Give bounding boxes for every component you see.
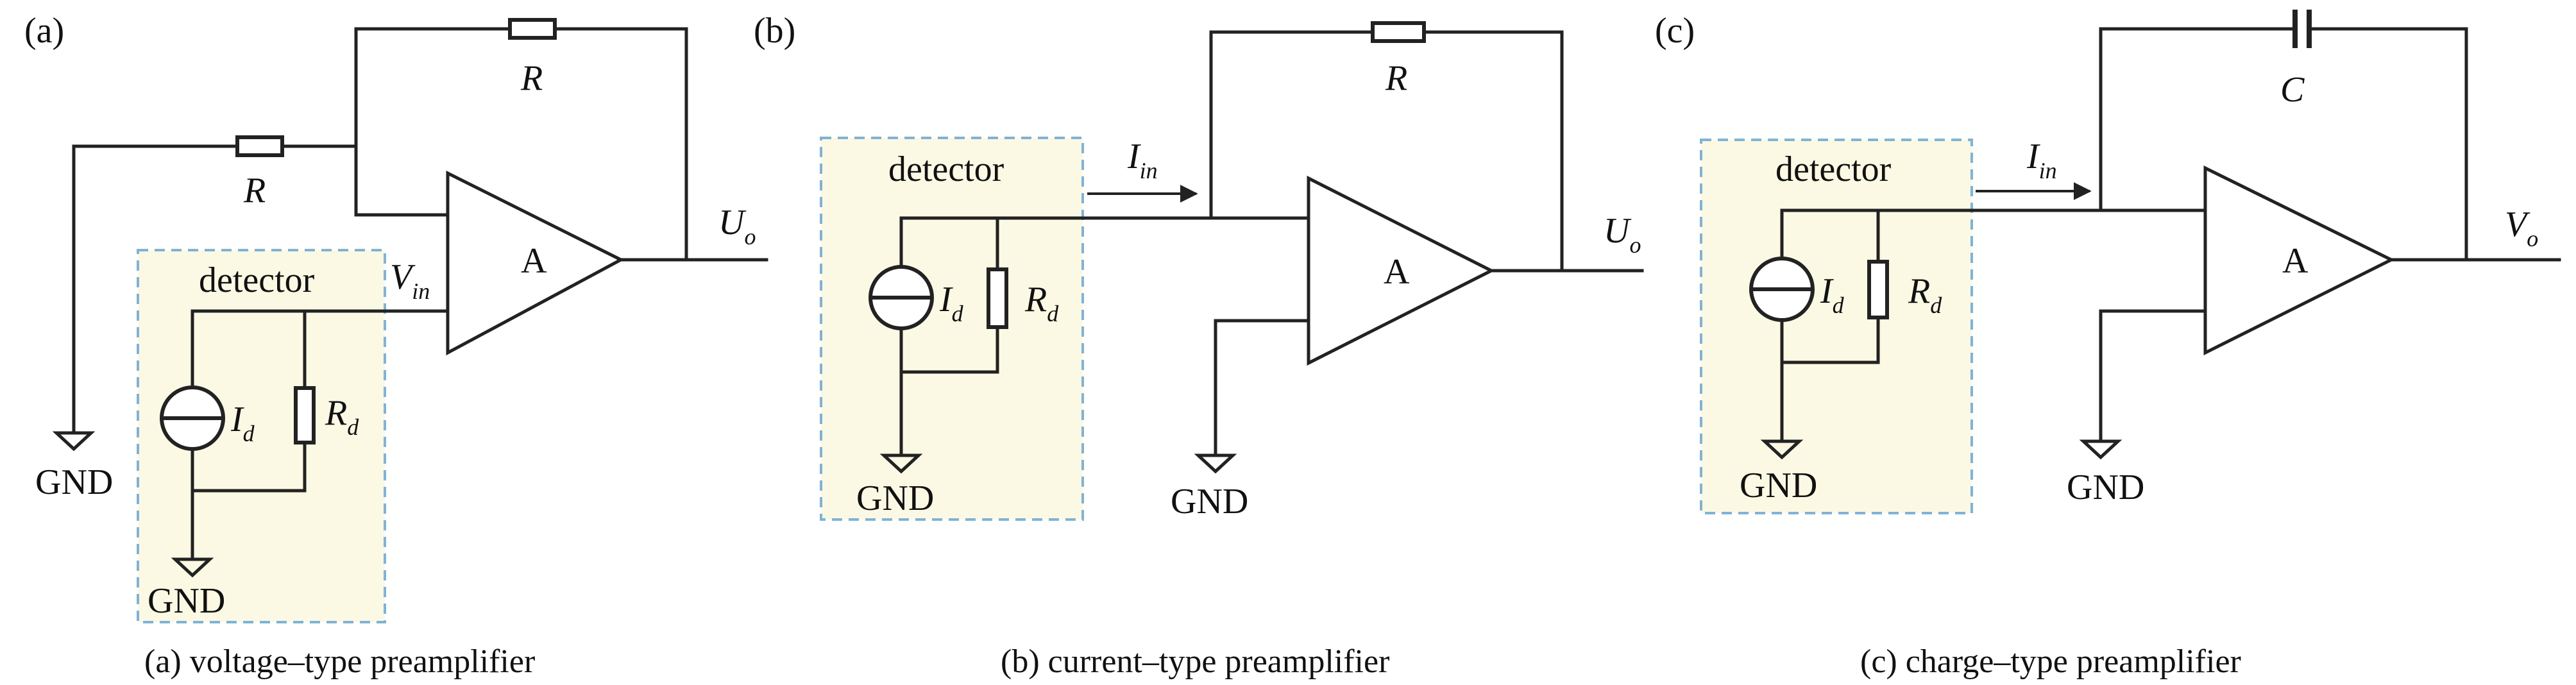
panel-c-detector-box xyxy=(1700,139,1973,514)
panel-a-feedback-right-wire xyxy=(553,27,688,262)
panel-c-caption: (c) charge–type preamplifier xyxy=(1860,643,2241,680)
panel-b-output-label: Uo xyxy=(1604,211,1641,258)
panel-a-input-resistor xyxy=(235,135,284,157)
panel-a-caption: (a) voltage–type preamplifier xyxy=(144,643,535,680)
panel-c-feedback-left-wire xyxy=(2099,27,2297,212)
panel-a-input-label: Vin xyxy=(390,257,430,304)
panel-b-feedback-resistor xyxy=(1371,21,1426,43)
panel-a-input-resistor-label: R xyxy=(243,171,266,210)
panel-b-ground-symbol-1 xyxy=(879,453,923,474)
panel-b-amp-label: A xyxy=(1384,252,1410,292)
panel-c-shunt-resistor xyxy=(1867,260,1889,319)
panel-b-shunt-label: Rd xyxy=(1024,280,1059,326)
panel-c-shunt-label: Rd xyxy=(1908,271,1942,318)
panel-c-ground-symbol-2 xyxy=(2079,439,2123,460)
panel-c-ground-wire xyxy=(2099,309,2207,443)
panel-c-current-source xyxy=(1749,257,1815,322)
panel-b-ground-symbol-2 xyxy=(1194,453,1237,474)
panel-a-gnd-label-1: GND xyxy=(35,462,113,502)
panel-b-current-source xyxy=(869,265,934,330)
panel-b-ground-wire xyxy=(1214,319,1310,457)
panel-b-detector-box xyxy=(820,137,1084,521)
panel-b-feedback-right-wire xyxy=(1422,30,1564,273)
panel-b-gnd-label-2: GND xyxy=(1171,482,1248,521)
panel-a: (a) detector A GND GND R xyxy=(24,11,768,680)
panel-c-detector-label: detector xyxy=(1775,149,1892,189)
panel-c-shunt-wire xyxy=(1780,208,1880,364)
panel-a-output-label: Uo xyxy=(718,203,756,249)
panel-c-feedback-label: C xyxy=(2280,70,2305,110)
panel-b-caption: (b) current–type preamplifier xyxy=(1001,643,1389,680)
panel-a-source-label: Id xyxy=(230,400,255,446)
panel-c-feedback-capacitor xyxy=(2292,10,2312,48)
panel-c-input-label: Iin xyxy=(2026,137,2057,183)
panel-b-shunt-resistor xyxy=(987,267,1008,329)
panel-b-detector-label: detector xyxy=(888,149,1004,189)
panel-b-feedback-left-wire xyxy=(1209,30,1375,220)
panel-b: (b) detector A GND GND R Iin Uo Id Rd xyxy=(754,11,1644,680)
panel-a-amp-label: A xyxy=(521,241,547,281)
panel-c-gnd-label-1: GND xyxy=(1740,466,1817,505)
panel-a-gnd-label-2: GND xyxy=(148,581,225,621)
panel-a-shunt-resistor xyxy=(294,386,316,444)
panel-b-op-amp xyxy=(1307,175,1495,366)
panel-a-letter: (a) xyxy=(24,11,64,51)
panel-c-amp-label: A xyxy=(2282,241,2309,281)
panel-a-feedback-resistor xyxy=(508,18,557,40)
panel-c-gnd-label-2: GND xyxy=(2067,468,2144,507)
panel-a-ground-wire xyxy=(72,144,239,435)
panel-a-feedback-label: R xyxy=(520,58,543,98)
panel-a-op-amp xyxy=(446,170,625,356)
panel-c-source-label: Id xyxy=(1820,271,1845,318)
panel-a-detector-label: detector xyxy=(199,260,315,300)
panel-a-shunt-label: Rd xyxy=(325,393,359,440)
panel-a-ground-symbol-2 xyxy=(171,557,214,578)
panel-a-inv-input-wire xyxy=(354,144,450,217)
panel-a-feedback-left-wire xyxy=(354,27,512,148)
panel-c-ground-symbol-1 xyxy=(1760,439,1804,460)
panel-b-input-label: Iin xyxy=(1127,137,1158,183)
panel-c-op-amp xyxy=(2203,165,2395,356)
panel-b-source-label: Id xyxy=(939,280,964,326)
panel-c-output-label: Vo xyxy=(2505,205,2538,251)
panel-b-gnd-label-1: GND xyxy=(856,478,934,518)
panel-b-feedback-label: R xyxy=(1385,58,1407,98)
panel-c-letter: (c) xyxy=(1655,11,1695,51)
panel-c-feedback-right-wire xyxy=(2307,27,2468,262)
panel-c: (c) detector A GND GND C Iin xyxy=(1655,10,2561,680)
panel-a-ground-symbol-1 xyxy=(52,431,96,452)
panel-b-shunt-wire xyxy=(899,216,999,374)
panel-a-shunt-wire xyxy=(191,309,307,493)
panel-b-letter: (b) xyxy=(754,11,795,51)
panel-a-current-source xyxy=(160,385,225,451)
